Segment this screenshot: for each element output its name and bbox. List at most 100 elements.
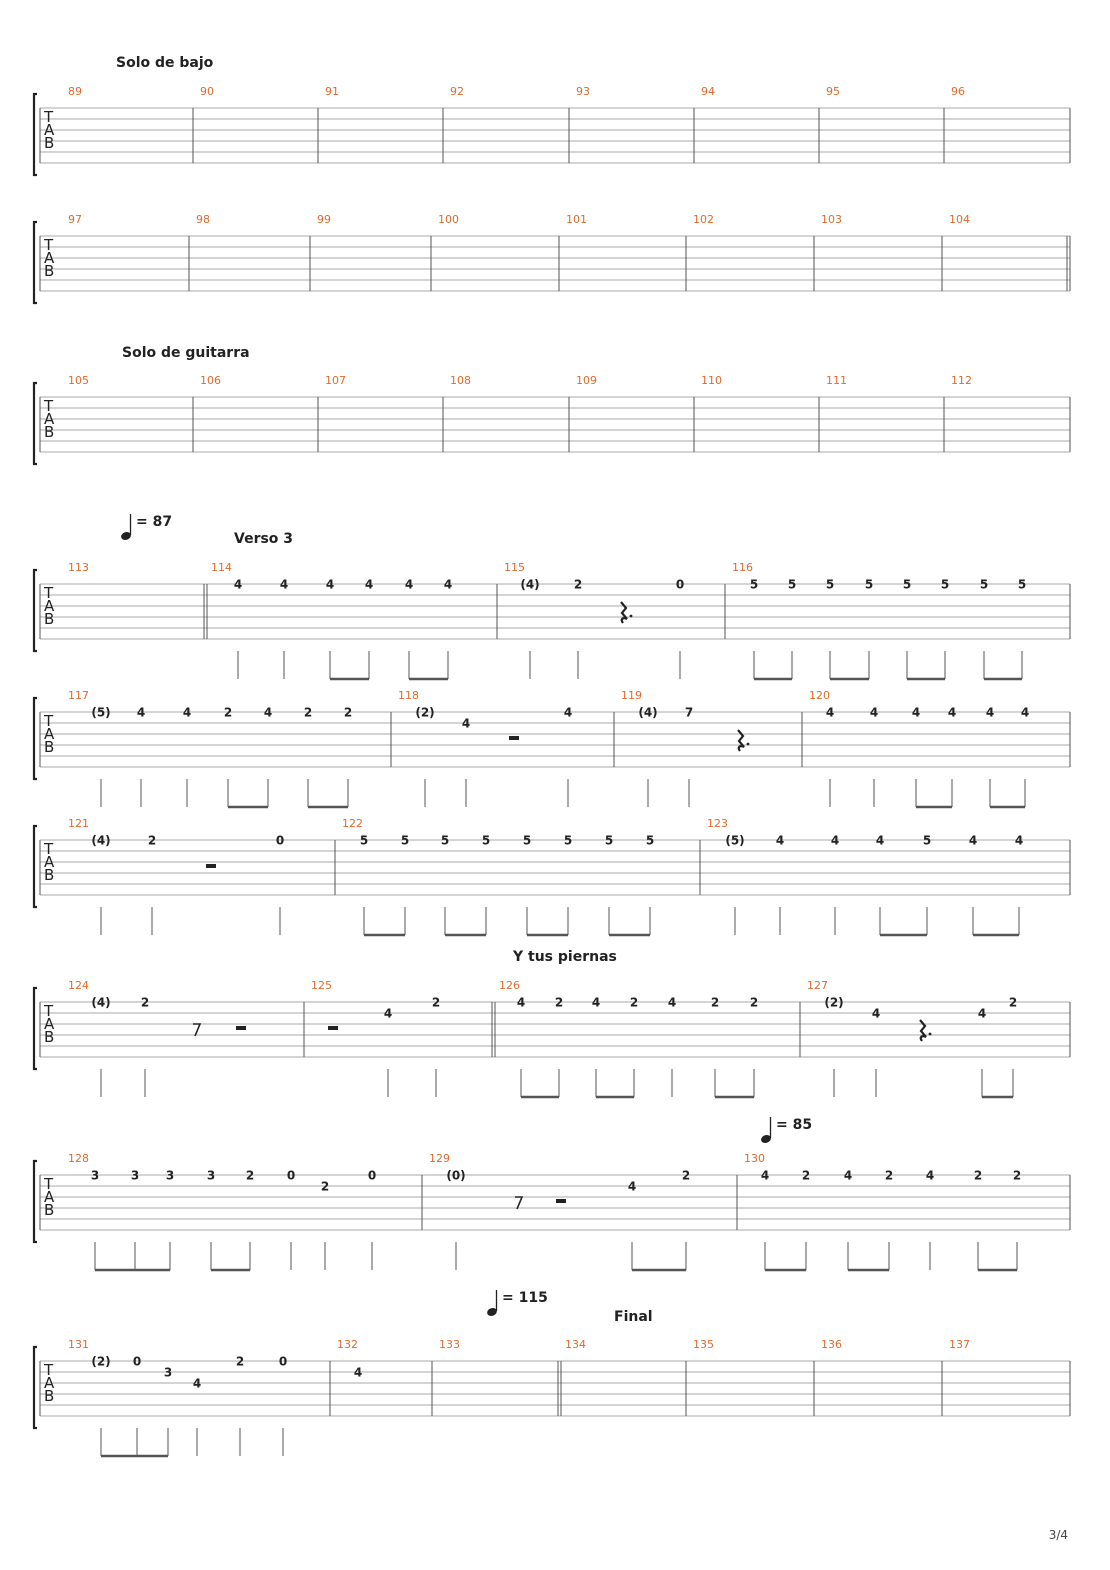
measure-number: 91	[325, 85, 339, 98]
fret-number: 4	[831, 834, 839, 848]
fret-number: 4	[826, 706, 834, 720]
measure-number: 129	[429, 1152, 450, 1165]
fret-number: 3	[91, 1169, 99, 1183]
fret-number: 5	[826, 578, 834, 592]
dot-icon	[629, 614, 633, 618]
measure-number: 126	[499, 979, 520, 992]
tab-clef-letter: A	[44, 1188, 55, 1206]
fret-number: (4)	[91, 834, 110, 848]
fret-number: 4	[137, 706, 145, 720]
fret-number: 3	[207, 1169, 215, 1183]
fret-number: 4	[844, 1169, 852, 1183]
fret-number: 3	[166, 1169, 174, 1183]
tab-clef-letter: B	[44, 1387, 54, 1405]
half-rest-icon	[556, 1199, 566, 1203]
measure-number: 131	[68, 1338, 89, 1351]
measure-number: 102	[693, 213, 714, 226]
fret-number: (2)	[824, 996, 843, 1010]
fret-number: (5)	[725, 834, 744, 848]
tab-clef-letter: B	[44, 610, 54, 628]
fret-number: 0	[287, 1169, 295, 1183]
measure-number: 125	[311, 979, 332, 992]
system-bracket	[32, 986, 37, 1071]
tab-clef-letter: T	[43, 1361, 54, 1379]
section-label: Y tus piernas	[512, 949, 617, 965]
tempo-marking: = 85	[761, 1117, 812, 1143]
tab-clef-letter: A	[44, 1374, 55, 1392]
fret-number: 5	[646, 834, 654, 848]
measure-number: 107	[325, 374, 346, 387]
tab-clef-letter: T	[43, 108, 54, 126]
tab-clef-letter: B	[44, 134, 54, 152]
fret-number: 5	[1018, 578, 1026, 592]
system-bracket	[32, 696, 37, 781]
half-rest-icon	[328, 1026, 338, 1030]
measure-number: 118	[398, 689, 419, 702]
fret-number: 7	[685, 706, 693, 720]
measure-number: 117	[68, 689, 89, 702]
half-rest-icon	[236, 1026, 246, 1030]
fret-number: 4	[969, 834, 977, 848]
measure-number: 124	[68, 979, 89, 992]
fret-number: 4	[326, 578, 334, 592]
fret-number: 4	[384, 1007, 392, 1021]
fret-number: 0	[368, 1169, 376, 1183]
fret-number: 4	[978, 1007, 986, 1021]
fret-number: 5	[865, 578, 873, 592]
tab-clef-letter: A	[44, 121, 55, 139]
measure-number: 113	[68, 561, 89, 574]
fret-number: 4	[912, 706, 920, 720]
fret-number: 5	[980, 578, 988, 592]
fret-number: 2	[750, 996, 758, 1010]
quarter-note-icon	[761, 1135, 771, 1143]
measure-number: 112	[951, 374, 972, 387]
fret-number: 4	[354, 1366, 362, 1380]
measure-number: 106	[200, 374, 221, 387]
measure-number: 115	[504, 561, 525, 574]
system-bracket	[32, 92, 37, 177]
tab-clef-letter: A	[44, 249, 55, 267]
tab-clef-letter: B	[44, 738, 54, 756]
fret-number: 4	[870, 706, 878, 720]
measure-number: 96	[951, 85, 965, 98]
measure-number: 128	[68, 1152, 89, 1165]
fret-number: 5	[360, 834, 368, 848]
fret-number: 4	[876, 834, 884, 848]
tab-clef-letter: A	[44, 597, 55, 615]
tab-clef-letter: B	[44, 262, 54, 280]
fret-number: 2	[432, 996, 440, 1010]
measure-number: 132	[337, 1338, 358, 1351]
system-bracket	[32, 381, 37, 466]
tab-clef-letter: T	[43, 712, 54, 730]
fret-number: 2	[304, 706, 312, 720]
measure-number: 108	[450, 374, 471, 387]
fret-number: 4	[183, 706, 191, 720]
fret-number: (5)	[91, 706, 110, 720]
measure-number: 121	[68, 817, 89, 830]
fret-number: (2)	[415, 706, 434, 720]
measure-number: 123	[707, 817, 728, 830]
system-bracket	[32, 1345, 37, 1430]
fret-number: 5	[441, 834, 449, 848]
quarter-rest-icon	[620, 601, 628, 624]
fret-number: 2	[802, 1169, 810, 1183]
tempo-value: = 87	[136, 514, 172, 530]
fret-number: 2	[321, 1180, 329, 1194]
section-label: Solo de guitarra	[122, 345, 250, 361]
measure-number: 134	[565, 1338, 586, 1351]
fret-number: 2	[682, 1169, 690, 1183]
measure-number: 122	[342, 817, 363, 830]
fret-number: 5	[482, 834, 490, 848]
fret-number: 4	[926, 1169, 934, 1183]
fret-number: 4	[564, 706, 572, 720]
tab-clef-letter: B	[44, 1028, 54, 1046]
fret-number: 2	[885, 1169, 893, 1183]
fret-number: 5	[923, 834, 931, 848]
measure-number: 119	[621, 689, 642, 702]
fret-number: 4	[1015, 834, 1023, 848]
